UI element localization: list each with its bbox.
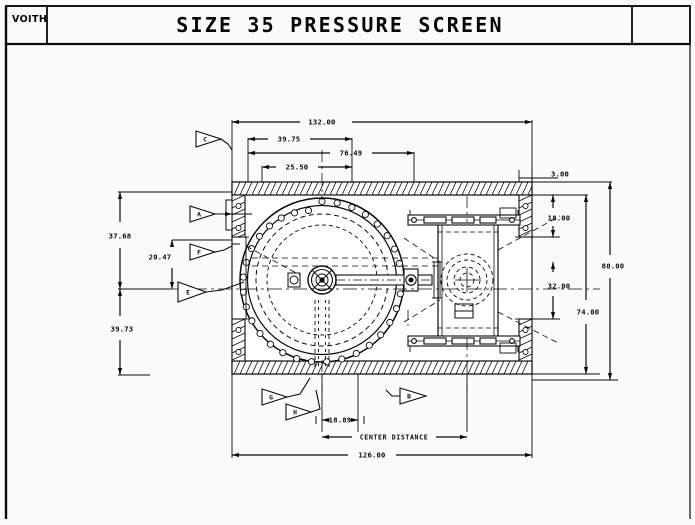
dimension-3200: 32.00 <box>548 282 571 291</box>
page-title: SIZE 35 PRESSURE SCREEN <box>176 13 504 37</box>
balloon-a-label: A <box>197 211 201 219</box>
dimension-2047: 20.47 <box>149 253 172 262</box>
bottom-hatched-rail <box>231 360 533 375</box>
gearbox-inner-lines <box>438 222 498 338</box>
dimension-8000: 80.00 <box>602 262 625 271</box>
balloon-c <box>195 130 233 151</box>
discharge-duct-hidden <box>314 300 330 368</box>
bottom-mount-rail <box>407 335 521 347</box>
rotor-hub <box>307 265 337 295</box>
gearbox-mount-pad <box>454 303 474 319</box>
construction-hidden-lines <box>245 215 561 345</box>
dimension-lines-right <box>518 168 618 381</box>
dimension-3975: 39.75 <box>278 135 301 144</box>
dimension-1889: 18.89 <box>329 416 352 425</box>
balloon-b <box>385 387 428 405</box>
left-hatched-column <box>231 194 246 362</box>
balloon-e-label: E <box>186 289 190 297</box>
dimension-300: 3.00 <box>551 170 569 179</box>
dimension-1800: 18.00 <box>548 214 571 223</box>
dimension-7649: 76.49 <box>340 149 363 158</box>
top-mount-rail <box>407 214 521 226</box>
balloon-f-label: F <box>197 249 201 257</box>
gearbox-center-cross <box>455 268 479 292</box>
balloon-f <box>189 243 233 261</box>
machine-assembly <box>118 150 600 392</box>
dimension-3973: 39.73 <box>111 325 134 334</box>
top-hatched-rail <box>231 181 533 196</box>
voith-logo: VOITH <box>12 14 47 25</box>
balloon-a <box>189 205 232 223</box>
dimension-2550: 25.50 <box>286 163 309 172</box>
gearbox-side-lug <box>432 261 442 299</box>
dimension-lines-bottom <box>231 374 533 458</box>
right-shaft-bearing <box>403 268 419 292</box>
balloon-e <box>177 281 245 303</box>
left-shaft-coupling <box>287 272 301 288</box>
mount-rail-brackets <box>409 207 519 354</box>
title-block <box>5 5 691 46</box>
balloon-b-label: B <box>407 393 411 401</box>
balloon-h <box>285 389 321 421</box>
frame-bolt-holes <box>235 202 529 356</box>
balloon-h-label: H <box>293 409 297 417</box>
dimension-3768: 37.68 <box>109 232 132 241</box>
dimension-126: 126.00 <box>358 451 385 460</box>
dimension-132: 132.00 <box>308 118 335 127</box>
dimension-center-distance-label: CENTER DISTANCE <box>360 434 429 442</box>
housing-inner-plate <box>245 236 519 320</box>
dimension-lines-left <box>117 191 232 376</box>
balloon-c-label: C <box>203 136 207 144</box>
balloon-g <box>261 377 311 406</box>
dimension-7400: 74.00 <box>577 308 600 317</box>
balloon-g-label: G <box>269 394 273 402</box>
